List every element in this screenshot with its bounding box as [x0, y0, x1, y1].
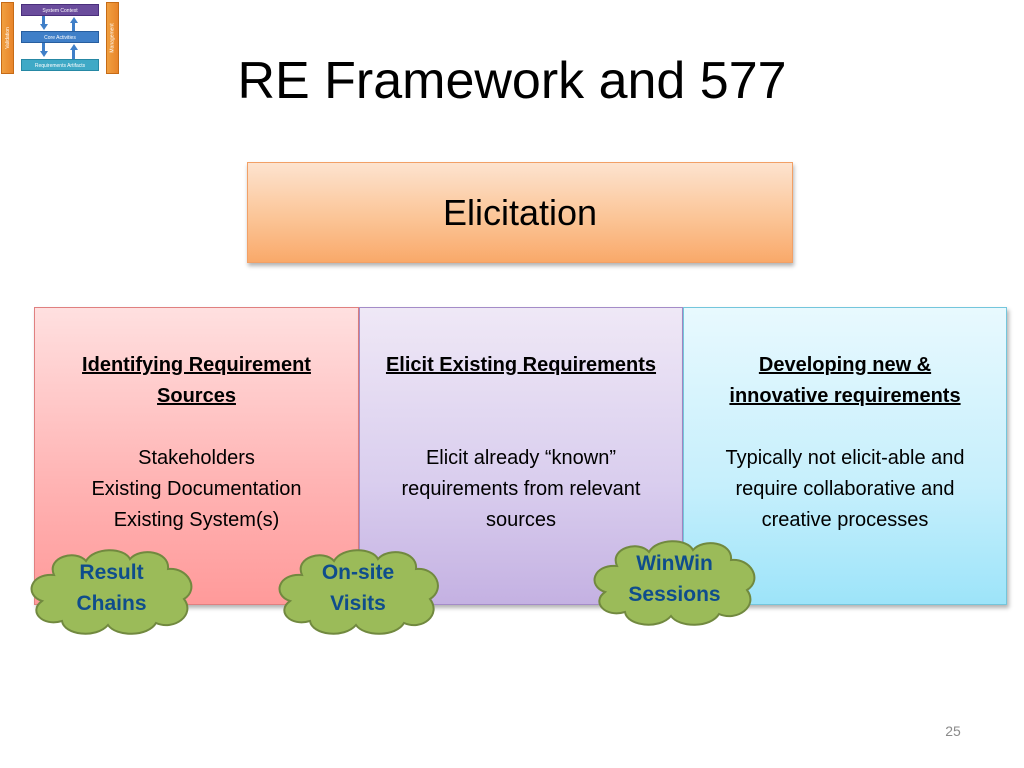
validation-side-bar: Validation	[1, 2, 14, 74]
body-line: creative processes	[761, 509, 929, 531]
heading-line: Developing new &	[758, 354, 932, 376]
heading-line: Sources	[157, 385, 236, 407]
cloud-on-site-visits: On-site Visits	[272, 545, 444, 635]
body-line: sources	[485, 509, 557, 531]
column-body: Stakeholders Existing Documentation Exis…	[35, 443, 358, 536]
system-context-bar: System Context	[21, 4, 99, 16]
down-arrow-icon	[40, 51, 48, 57]
management-side-bar: Management	[106, 2, 119, 74]
body-line: Existing Documentation	[91, 478, 302, 500]
framework-thumbnail: Validation System Context Core Activitie…	[0, 0, 122, 78]
heading-line: Elicit Existing Requirements	[385, 354, 657, 376]
cloud-label: On-site	[321, 561, 395, 584]
up-arrow-icon	[70, 17, 78, 23]
down-arrow-icon	[40, 24, 48, 30]
column-heading: Elicit Existing Requirements	[360, 350, 682, 381]
cloud-result-chains: Result Chains	[24, 545, 199, 635]
cloud-label: Sessions	[628, 583, 721, 606]
cloud-winwin-sessions: WinWin Sessions	[587, 536, 762, 626]
elicitation-box: Elicitation	[247, 162, 793, 263]
core-activities-bar: Core Activities	[21, 31, 99, 43]
slide-title: RE Framework and 577	[237, 52, 787, 110]
body-line: require collaborative and	[735, 478, 955, 500]
heading-line: innovative requirements	[729, 385, 961, 407]
down-arrow-stem	[42, 16, 45, 25]
cloud-icon	[30, 549, 193, 635]
heading-line: Identifying Requirement	[82, 354, 311, 376]
column-elicit-existing: Elicit Existing Requirements Elicit alre…	[359, 307, 683, 605]
column-heading: Developing new & innovative requirements	[684, 350, 1006, 412]
cloud-label: WinWin	[636, 552, 713, 575]
column-body: Elicit already “known” requirements from…	[360, 443, 682, 536]
cloud-icon	[593, 540, 756, 626]
elicitation-label: Elicitation	[442, 191, 598, 233]
cloud-label: Result	[79, 561, 144, 584]
page-number: 25	[945, 723, 961, 739]
body-line: requirements from relevant	[401, 478, 641, 500]
body-line: Stakeholders	[138, 447, 255, 469]
column-body: Typically not elicit-able and require co…	[684, 443, 1006, 536]
column-developing-new: Developing new & innovative requirements…	[683, 307, 1007, 605]
up-arrow-icon	[70, 44, 78, 50]
column-identifying-sources: Identifying Requirement Sources Stakehol…	[34, 307, 359, 605]
cloud-label: Chains	[76, 592, 147, 615]
column-heading: Identifying Requirement Sources	[35, 350, 358, 412]
up-arrow-stem	[72, 22, 75, 31]
body-line: Elicit already “known”	[425, 447, 617, 469]
down-arrow-stem	[42, 43, 45, 52]
cloud-label: Visits	[330, 592, 386, 615]
body-line: Existing System(s)	[113, 509, 280, 531]
body-line: Typically not elicit-able and	[725, 447, 965, 469]
cloud-icon	[278, 549, 439, 635]
requirements-artifacts-bar: Requirements Artifacts	[21, 59, 99, 71]
up-arrow-stem	[72, 50, 75, 59]
